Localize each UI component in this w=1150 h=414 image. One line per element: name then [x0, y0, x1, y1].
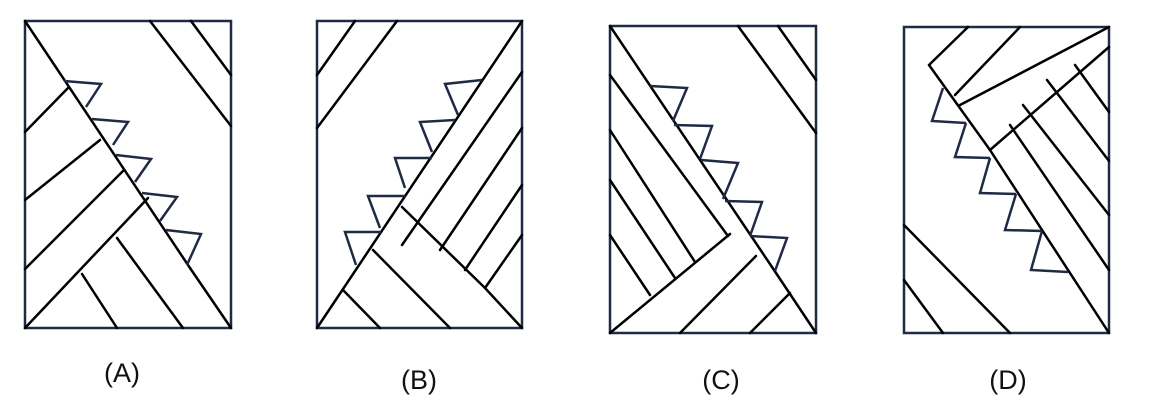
option-b-label: (B): [401, 365, 437, 395]
option-b-figure: [315, 19, 524, 330]
option-a-teeth: [63, 79, 203, 266]
option-c-figure: [608, 24, 818, 335]
option-a-frame: [23, 19, 233, 330]
option-c-label: (C): [702, 365, 740, 395]
option-a-label: (A): [104, 358, 140, 388]
option-a-figure: [23, 19, 233, 330]
option-b-frame: [315, 19, 524, 330]
option-c-teeth: [649, 84, 789, 272]
option-d-teeth: [930, 87, 1069, 274]
option-b-stripes: [315, 19, 524, 330]
option-c-stripes: [608, 24, 818, 335]
option-d-stripes: [902, 25, 1111, 335]
option-a-stripes: [23, 19, 233, 330]
option-d-frame: [902, 25, 1111, 335]
option-b-teeth: [343, 78, 483, 266]
option-d-figure: [902, 25, 1111, 335]
option-d-label: (D): [989, 365, 1027, 395]
